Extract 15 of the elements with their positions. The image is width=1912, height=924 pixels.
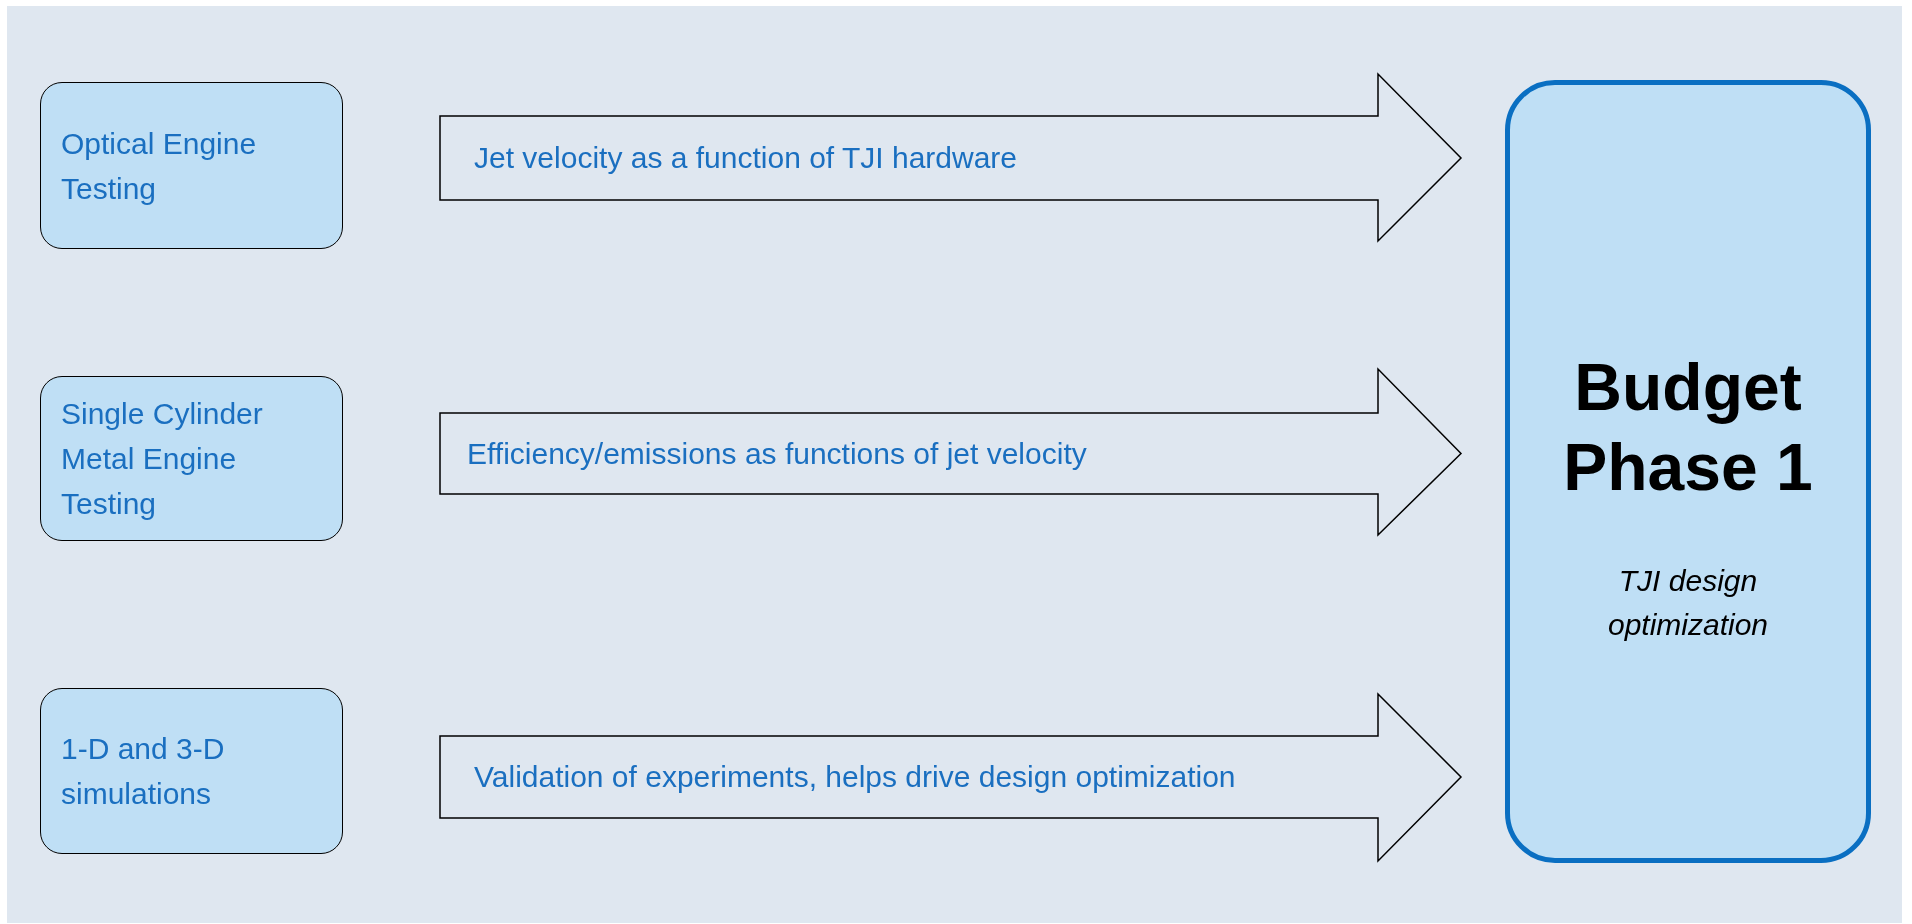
box-text: Single Cylinder Metal Engine Testing <box>61 396 264 522</box>
box-subtitle: TJI design optimization <box>1606 563 1770 643</box>
process-box <box>40 82 343 249</box>
process-box <box>40 688 343 854</box>
edge-label: Jet velocity as a function of TJI hardware <box>474 143 1018 173</box>
process-box <box>40 376 343 541</box>
block-arrow <box>439 72 1463 243</box>
box-text: 1-D and 3-D simulations <box>61 731 226 812</box>
block-arrow <box>439 367 1463 537</box>
result-box <box>1505 80 1871 863</box>
box-heading: Budget Phase 1 <box>1562 349 1814 506</box>
block-arrow <box>439 692 1463 863</box>
edge-label: Validation of experiments, helps drive design optimization <box>474 762 1236 792</box>
box-text: Optical Engine Testing <box>61 125 258 207</box>
edge-label: Efficiency/emissions as functions of jet velocity <box>467 438 1087 469</box>
